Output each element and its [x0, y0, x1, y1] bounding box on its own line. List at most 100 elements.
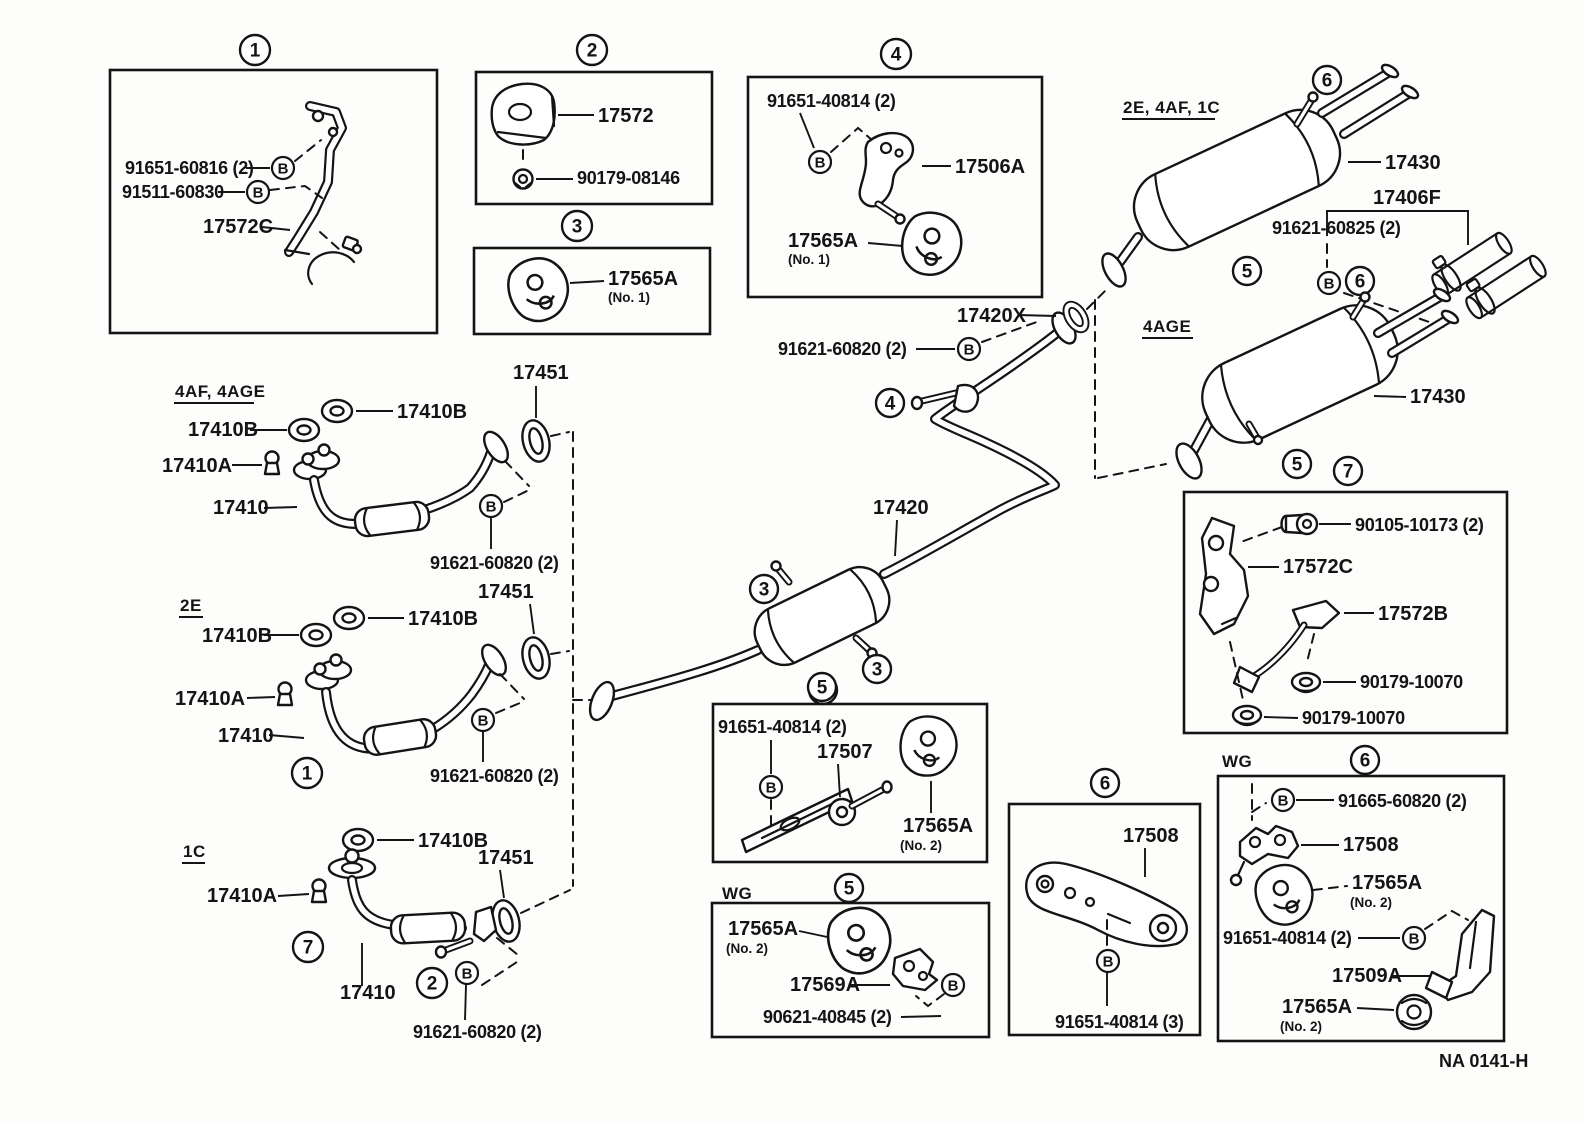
engine-tag-4af-4age: 4AF, 4AGE: [175, 382, 265, 401]
part-label-91621-60825: 91621-60825 (2): [1272, 218, 1401, 238]
callout-1-box: 1: [238, 33, 272, 67]
svg-text:5: 5: [1242, 262, 1253, 283]
group-box-3: [472, 246, 712, 336]
part-label-17410a: 17410A: [175, 688, 245, 710]
group-box-7: [1182, 490, 1509, 735]
exhaust-hanger-17565a: [822, 901, 897, 980]
group-box-2: [474, 70, 714, 206]
exhaust-hanger-17565a: [502, 251, 576, 328]
bolt-callout-b: B: [956, 336, 982, 362]
svg-text:6: 6: [1100, 774, 1111, 795]
part-label-17572c: 17572C: [203, 216, 273, 238]
pipe-clamp: [307, 251, 356, 286]
gasket-17410b: [299, 622, 333, 648]
svg-text:B: B: [815, 155, 826, 172]
part-label-17565a: 17565A: [728, 918, 798, 940]
part-label-17420: 17420: [873, 497, 929, 519]
bolt-17410a: [263, 450, 281, 476]
svg-text:4: 4: [891, 45, 902, 66]
note-no2: (No. 2): [1280, 1019, 1322, 1034]
engine-tag-wg: WG: [722, 884, 752, 903]
bolt-callout-b: B: [478, 493, 504, 519]
bolt-17410a: [310, 878, 328, 904]
svg-text:B: B: [253, 185, 264, 202]
svg-text:3: 3: [872, 660, 883, 681]
part-label-91651-40814: 91651-40814 (2): [1223, 928, 1352, 948]
bolt-callout-b: B: [807, 149, 833, 175]
bolt-17410a: [276, 681, 294, 707]
svg-text:2: 2: [427, 974, 438, 995]
part-label-17430: 17430: [1410, 386, 1466, 408]
group-box-4: [746, 75, 1044, 299]
svg-text:3: 3: [759, 580, 770, 601]
callout-6: 6: [1344, 265, 1376, 297]
part-label-90179-10070: 90179-10070: [1360, 672, 1463, 692]
grommet-90179-10070: [1290, 671, 1322, 694]
svg-text:B: B: [766, 780, 777, 797]
svg-text:B: B: [478, 713, 489, 730]
callout-2: 2: [415, 966, 449, 1000]
part-label-17410: 17410: [340, 982, 396, 1004]
front-pipe-17410-drawing: [292, 430, 510, 538]
part-label-17565a: 17565A: [788, 230, 858, 252]
svg-text:5: 5: [844, 879, 855, 900]
svg-text:B: B: [1409, 931, 1420, 948]
callout-5-box: 5: [806, 671, 838, 703]
bracket-17572c-drawing: [283, 101, 363, 286]
part-label-17572: 17572: [598, 105, 654, 127]
part-label-91621-60820: 91621-60820 (2): [778, 339, 907, 359]
svg-text:B: B: [1324, 276, 1335, 293]
part-label-17451: 17451: [478, 581, 534, 603]
bolt-callout-b: B: [270, 155, 296, 181]
part-label-17410b: 17410B: [418, 830, 488, 852]
svg-text:4: 4: [885, 394, 896, 415]
hanger-track-17507-drawing: [740, 780, 893, 854]
part-label-17569a: 17569A: [790, 974, 860, 996]
grommet-90179-10070: [1231, 704, 1263, 727]
joint-dash-to-top-muffler: [1086, 288, 1108, 310]
part-label-17410a: 17410A: [162, 455, 232, 477]
svg-text:1: 1: [250, 41, 261, 62]
part-label-91651-40814: 91651-40814 (2): [718, 717, 847, 737]
front-pipe-17410-2e-drawing: [304, 643, 508, 756]
bracket-17572b-drawing: [1232, 599, 1341, 694]
svg-text:B: B: [1278, 793, 1289, 810]
callout-3-box: 3: [560, 209, 594, 243]
callout-6: 6: [1311, 64, 1343, 96]
bolt-callout-b: B: [1401, 925, 1427, 951]
svg-text:1: 1: [302, 764, 313, 785]
part-label-17451: 17451: [513, 362, 569, 384]
gasket-17410b: [332, 605, 366, 631]
svg-text:B: B: [486, 499, 497, 516]
part-label-17430: 17430: [1385, 152, 1441, 174]
part-label-17509a: 17509A: [1332, 965, 1402, 987]
part-label-17565a: 17565A: [608, 268, 678, 290]
part-label-91511-60830: 91511-60830: [122, 182, 224, 202]
group-box-1: [108, 68, 439, 335]
joint-dash-to-4age-muffler: [1094, 299, 1167, 479]
part-label-17410: 17410: [218, 725, 274, 747]
part-label-91621-60820: 91621-60820 (2): [413, 1022, 542, 1042]
bolt-90105-drawing: [1280, 512, 1319, 536]
front-pipe-17410-1c-drawing: [327, 848, 498, 959]
svg-text:6: 6: [1355, 272, 1366, 293]
svg-text:5: 5: [817, 678, 828, 699]
bracket-17569a-drawing: [891, 947, 939, 992]
group-box-6-wg: [1216, 774, 1506, 1043]
svg-text:6: 6: [1322, 71, 1333, 92]
group-box-5-wg: [710, 901, 991, 1039]
gasket-17410b: [320, 398, 354, 424]
part-label-17451: 17451: [478, 847, 534, 869]
svg-text:3: 3: [572, 217, 583, 238]
svg-text:B: B: [948, 978, 959, 995]
bolt-callout-b: B: [470, 707, 496, 733]
drawing-code: NA 0141-H: [1439, 1051, 1528, 1071]
part-label-90105-10173: 90105-10173 (2): [1355, 515, 1484, 535]
part-label-17507: 17507: [817, 741, 873, 763]
part-label-17572b: 17572B: [1378, 603, 1448, 625]
part-label-17565a: 17565A: [903, 815, 973, 837]
part-label-90179-10070: 90179-10070: [1302, 708, 1405, 728]
part-label-17410: 17410: [213, 497, 269, 519]
